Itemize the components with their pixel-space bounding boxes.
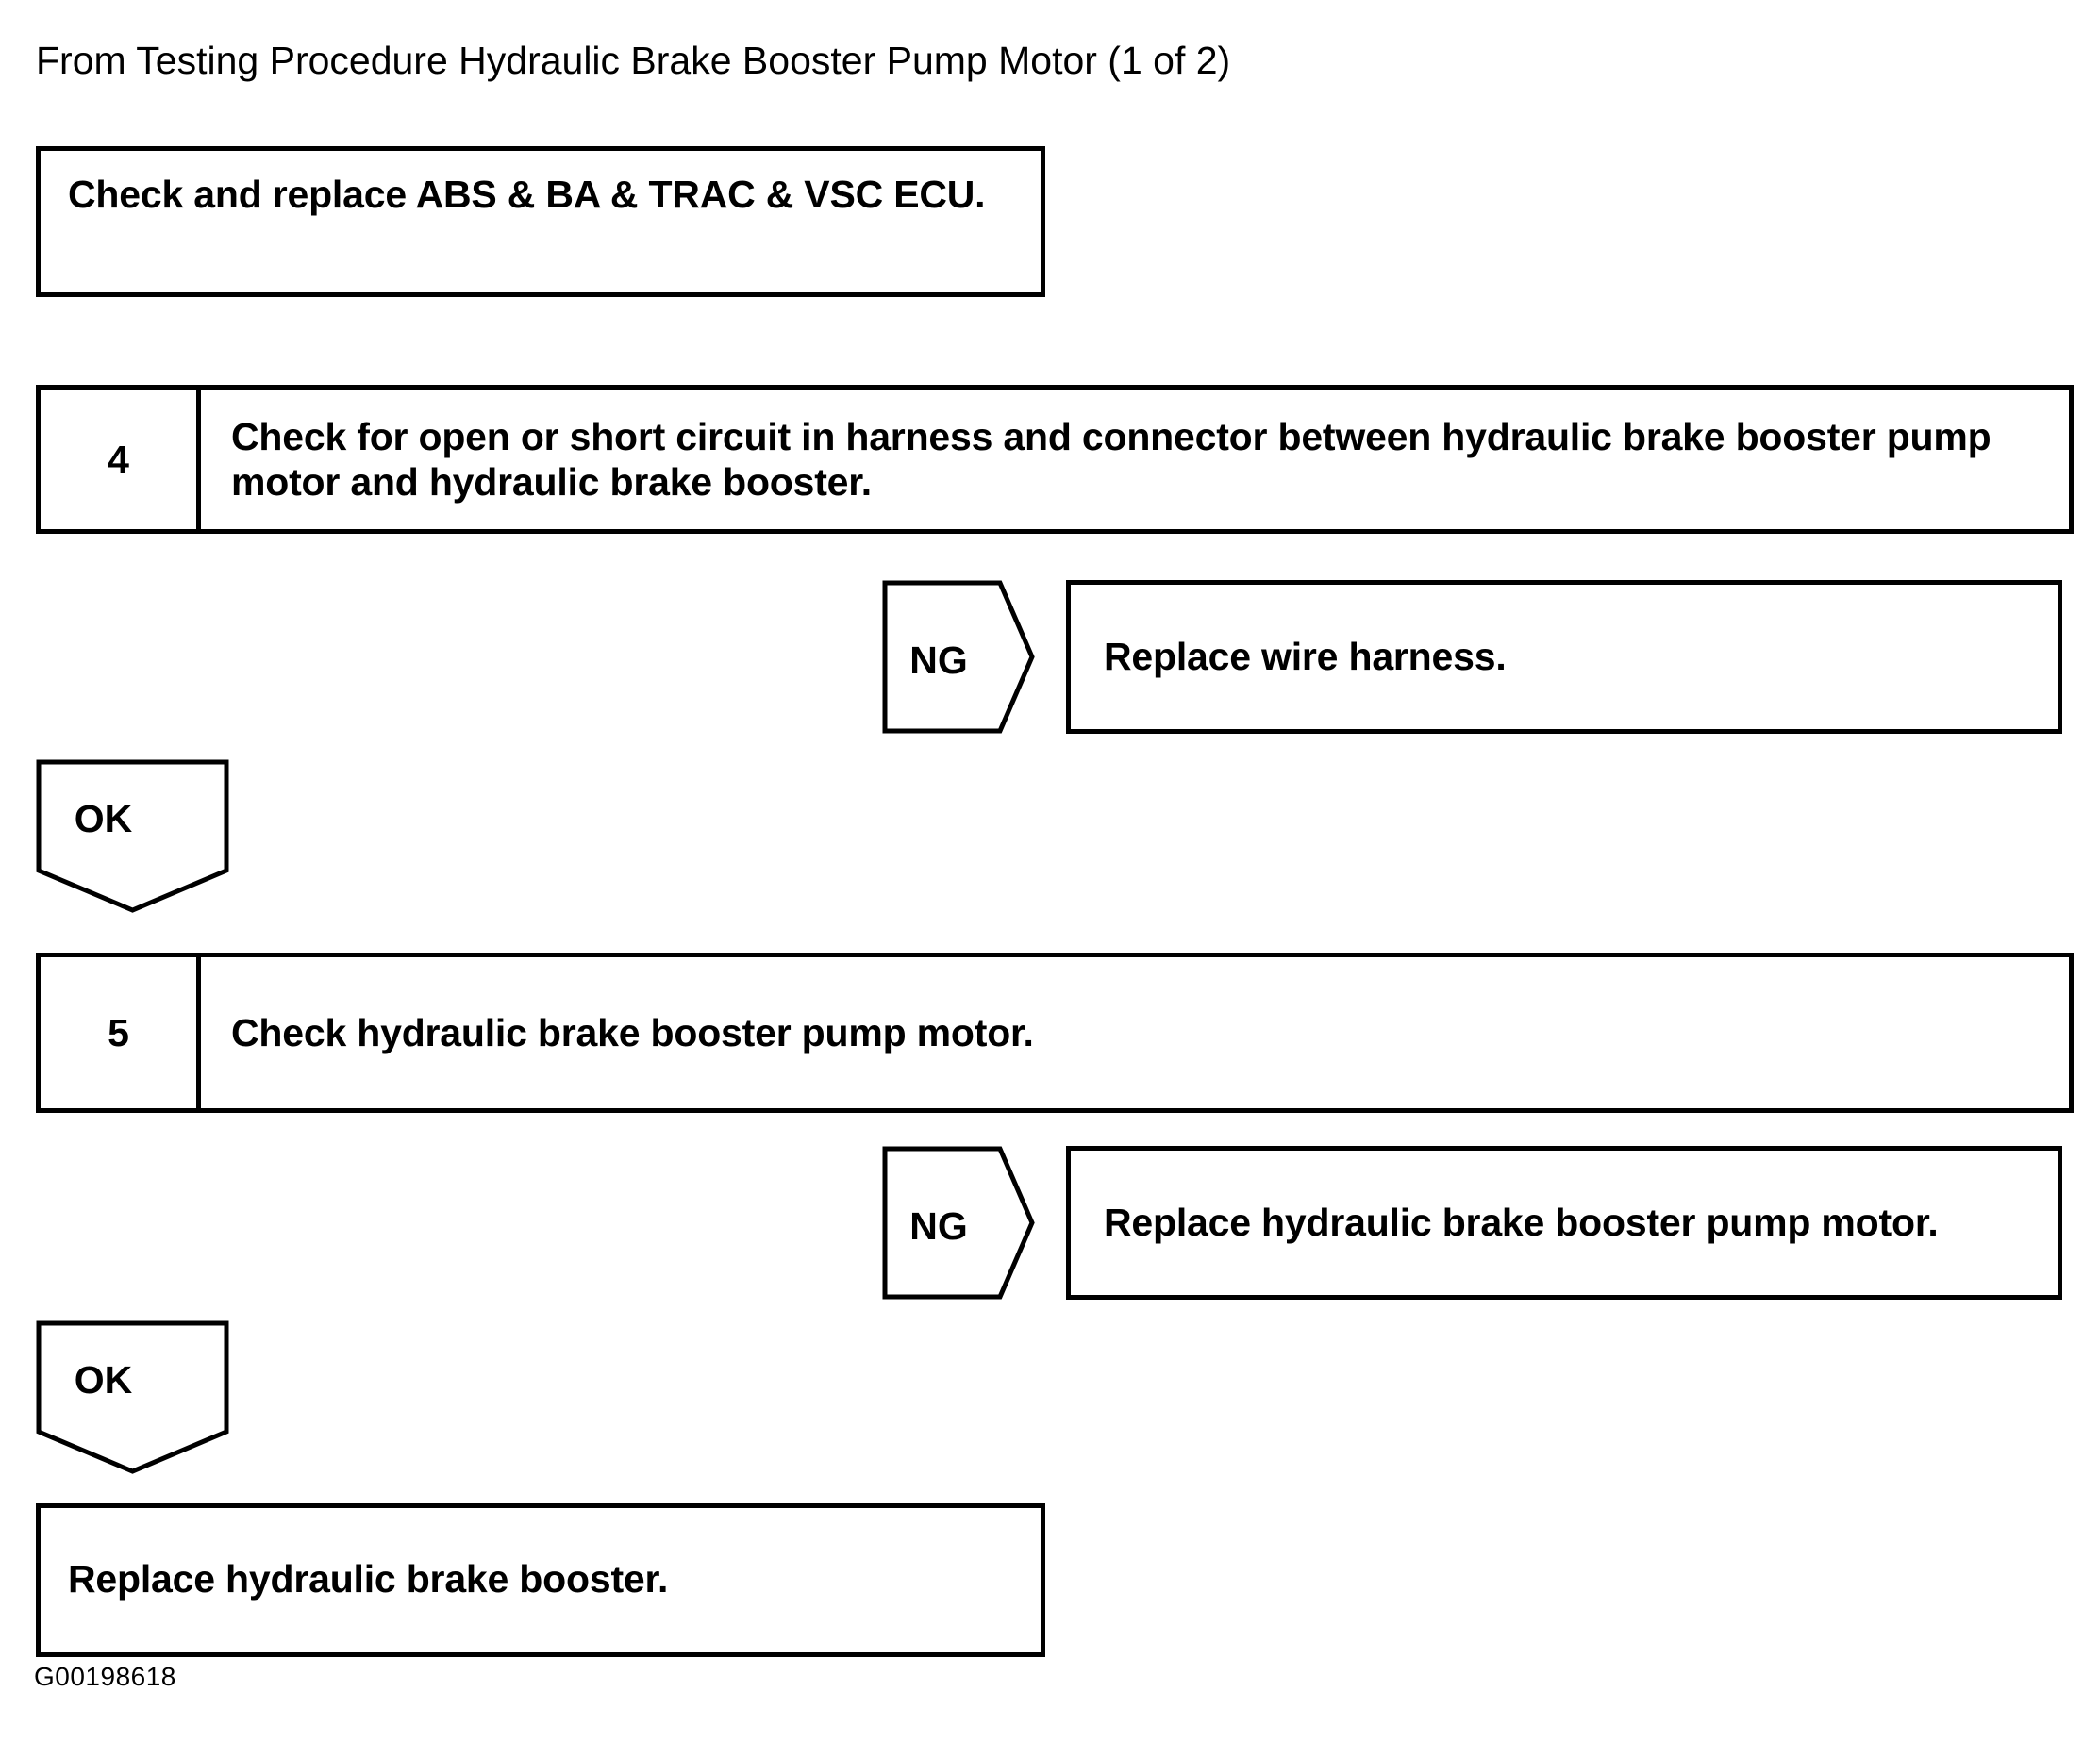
step-row-4: 4 Check for open or short circuit in har… <box>36 385 2074 534</box>
step-4-number: 4 <box>108 437 129 481</box>
step-5-number-cell: 5 <box>41 957 201 1108</box>
figure-code: G00198618 <box>34 1662 176 1691</box>
action-box-replace-wire-harness-label: Replace wire harness. <box>1104 635 1507 678</box>
ok-label-step-4: OK <box>74 797 133 840</box>
step-row-5: 5 Check hydraulic brake booster pump mot… <box>36 953 2074 1113</box>
step-4-instruction: Check for open or short circuit in harne… <box>231 414 1992 504</box>
step-4-body-cell: Check for open or short circuit in harne… <box>201 390 2069 529</box>
action-box-replace-pump-motor <box>1066 1146 2062 1300</box>
action-box-replace-pump-motor-label: Replace hydraulic brake booster pump mot… <box>1104 1201 1939 1244</box>
step-4-number-cell: 4 <box>41 390 201 529</box>
ng-arrow-shape-step-4 <box>882 580 1035 734</box>
ng-label-step-5: NG <box>909 1204 968 1248</box>
step-5-instruction: Check hydraulic brake booster pump motor… <box>231 1010 1034 1054</box>
action-box-replace-wire-harness <box>1066 580 2062 734</box>
ng-label-step-4: NG <box>909 639 968 682</box>
ok-arrow-shape-step-4 <box>36 759 229 913</box>
step-5-number: 5 <box>108 1010 129 1054</box>
step-5-body-cell: Check hydraulic brake booster pump motor… <box>201 957 2069 1108</box>
ok-arrow-icon <box>36 1320 229 1474</box>
ok-arrow-icon <box>36 759 229 913</box>
ok-label-step-5: OK <box>74 1358 133 1402</box>
action-box-replace-hydraulic-brake-booster-label: Replace hydraulic brake booster. <box>68 1557 669 1601</box>
ok-arrow-shape-step-5 <box>36 1320 229 1474</box>
action-box-replace-ecu <box>36 146 1045 297</box>
ng-arrow-shape-step-5 <box>882 1146 1035 1300</box>
action-box-replace-hydraulic-brake-booster <box>36 1503 1045 1657</box>
action-box-replace-ecu-label: Check and replace ABS & BA & TRAC & VSC … <box>68 173 986 216</box>
page-title: From Testing Procedure Hydraulic Brake B… <box>36 39 1231 82</box>
ng-arrow-icon <box>882 580 1035 734</box>
ng-arrow-icon <box>882 1146 1035 1300</box>
